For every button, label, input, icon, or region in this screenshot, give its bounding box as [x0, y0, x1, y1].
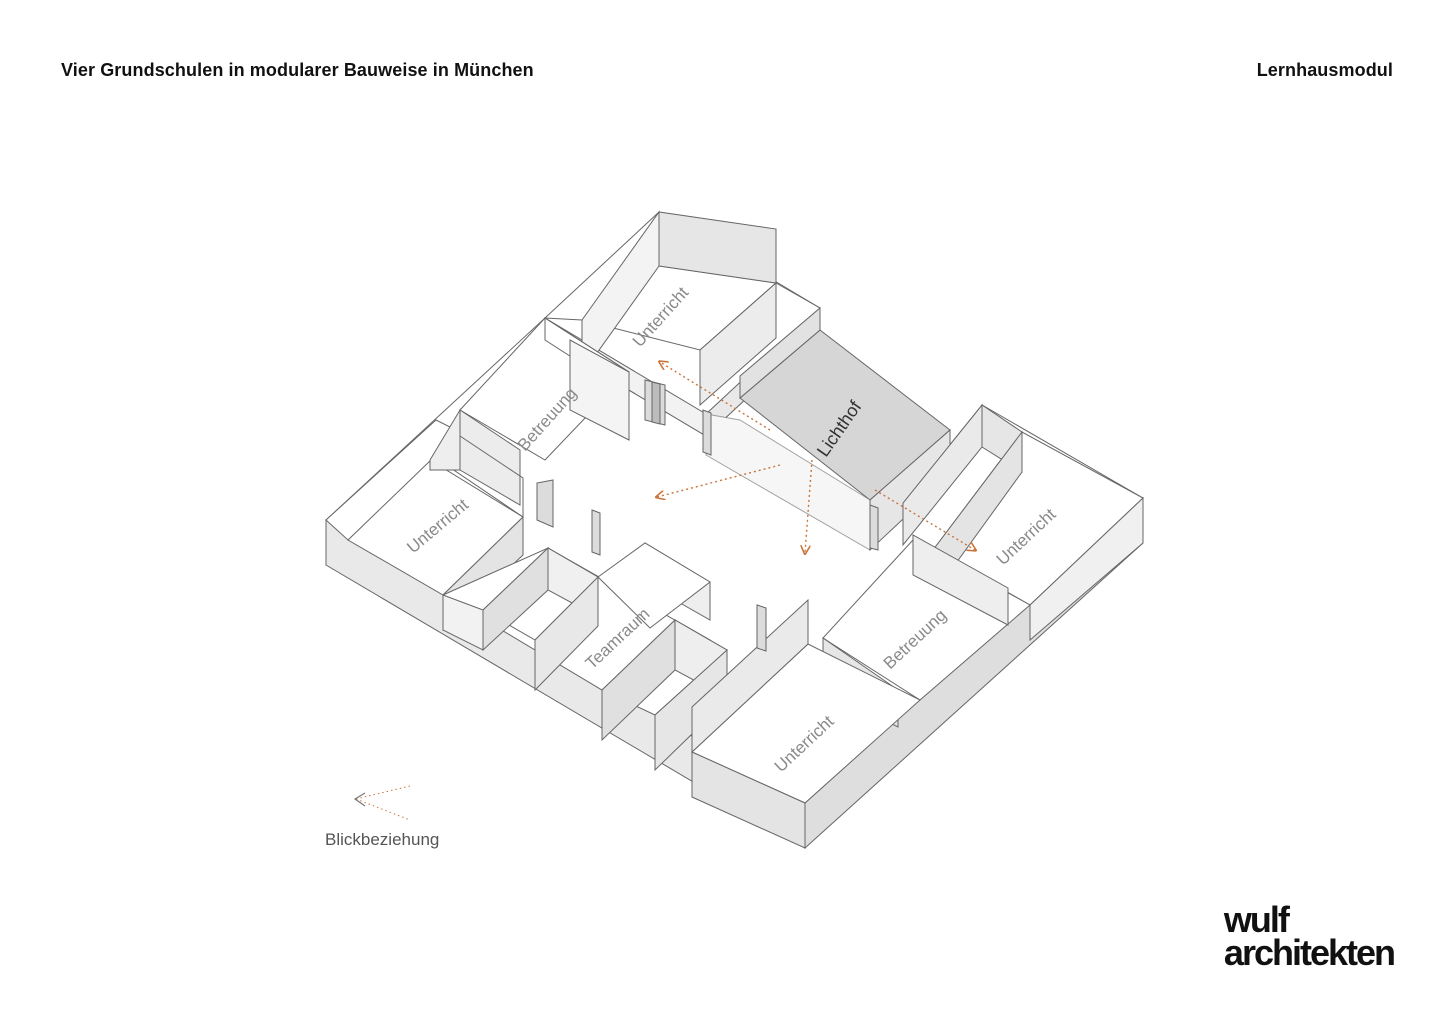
room-betreuung-left — [459, 317, 666, 506]
sightline-legend-icon — [355, 785, 411, 821]
sightline-arrow — [805, 459, 813, 553]
page-subtitle: Lernhausmodul — [1256, 60, 1393, 80]
room-unterricht-top — [544, 210, 821, 407]
logo-line-1: wulf — [1223, 899, 1290, 940]
sightline-arrow — [660, 362, 771, 431]
legend-label: Blickbeziehung — [325, 830, 439, 849]
sightline-arrows — [657, 362, 975, 553]
room-unterricht-bottom — [691, 598, 921, 849]
legend: Blickbeziehung — [325, 785, 439, 849]
room-teamraum — [441, 542, 728, 772]
logo-line-2: architekten — [1223, 932, 1396, 973]
sightline-arrow — [657, 464, 781, 497]
page-title: Vier Grundschulen in modularer Bauweise … — [61, 60, 534, 80]
legend-arrowhead-icon — [353, 792, 366, 807]
company-logo: wulf architekten — [1223, 899, 1396, 973]
room-unterricht-right — [902, 403, 1144, 642]
room-lichthof — [702, 306, 951, 552]
columns — [591, 509, 767, 652]
